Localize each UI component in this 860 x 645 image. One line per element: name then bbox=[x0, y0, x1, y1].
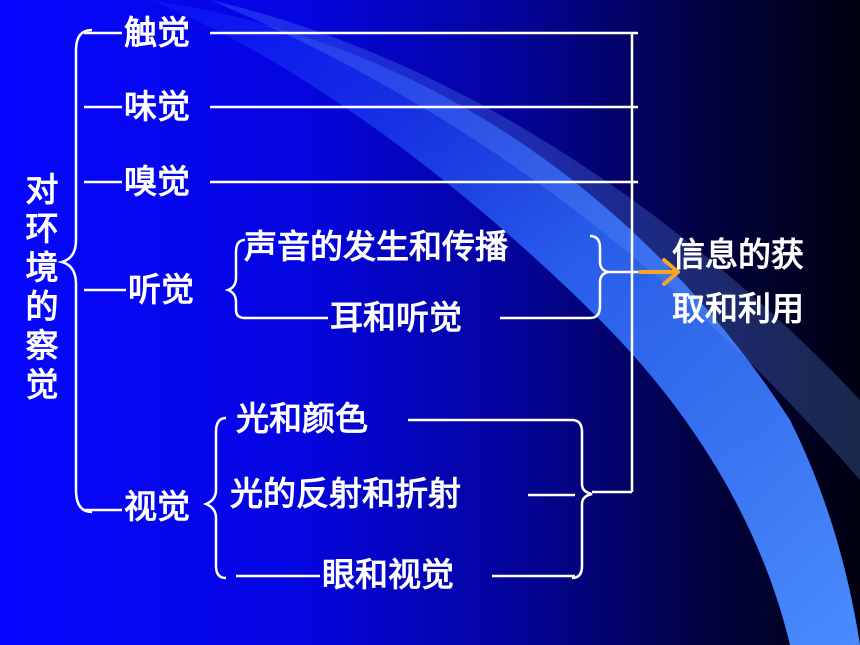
vision-left-brace bbox=[202, 416, 227, 580]
hearing-topic-ear: 耳和听觉 bbox=[330, 298, 462, 337]
arrow-icon bbox=[638, 258, 680, 286]
hearing-left-brace bbox=[224, 238, 246, 320]
main-left-brace bbox=[57, 28, 93, 514]
vision-topic-reflection: 光的反射和折射 bbox=[230, 474, 461, 513]
left-vertical-label: 对环境的察觉 bbox=[25, 170, 59, 404]
sense-hearing: 听觉 bbox=[128, 270, 194, 309]
sense-taste: 味觉 bbox=[124, 87, 190, 126]
sense-smell: 嗅觉 bbox=[124, 162, 190, 201]
hearing-right-brace bbox=[589, 234, 609, 320]
hearing-topic-sound: 声音的发生和传播 bbox=[244, 227, 508, 266]
sense-vision: 视觉 bbox=[124, 487, 190, 526]
vision-topic-color: 光和颜色 bbox=[236, 399, 368, 438]
result-line-1: 信息的获 bbox=[672, 235, 804, 274]
result-line-2: 取和利用 bbox=[672, 289, 804, 328]
sense-touch: 触觉 bbox=[124, 13, 190, 52]
vision-right-brace bbox=[571, 418, 593, 580]
vision-topic-eye: 眼和视觉 bbox=[322, 555, 454, 594]
